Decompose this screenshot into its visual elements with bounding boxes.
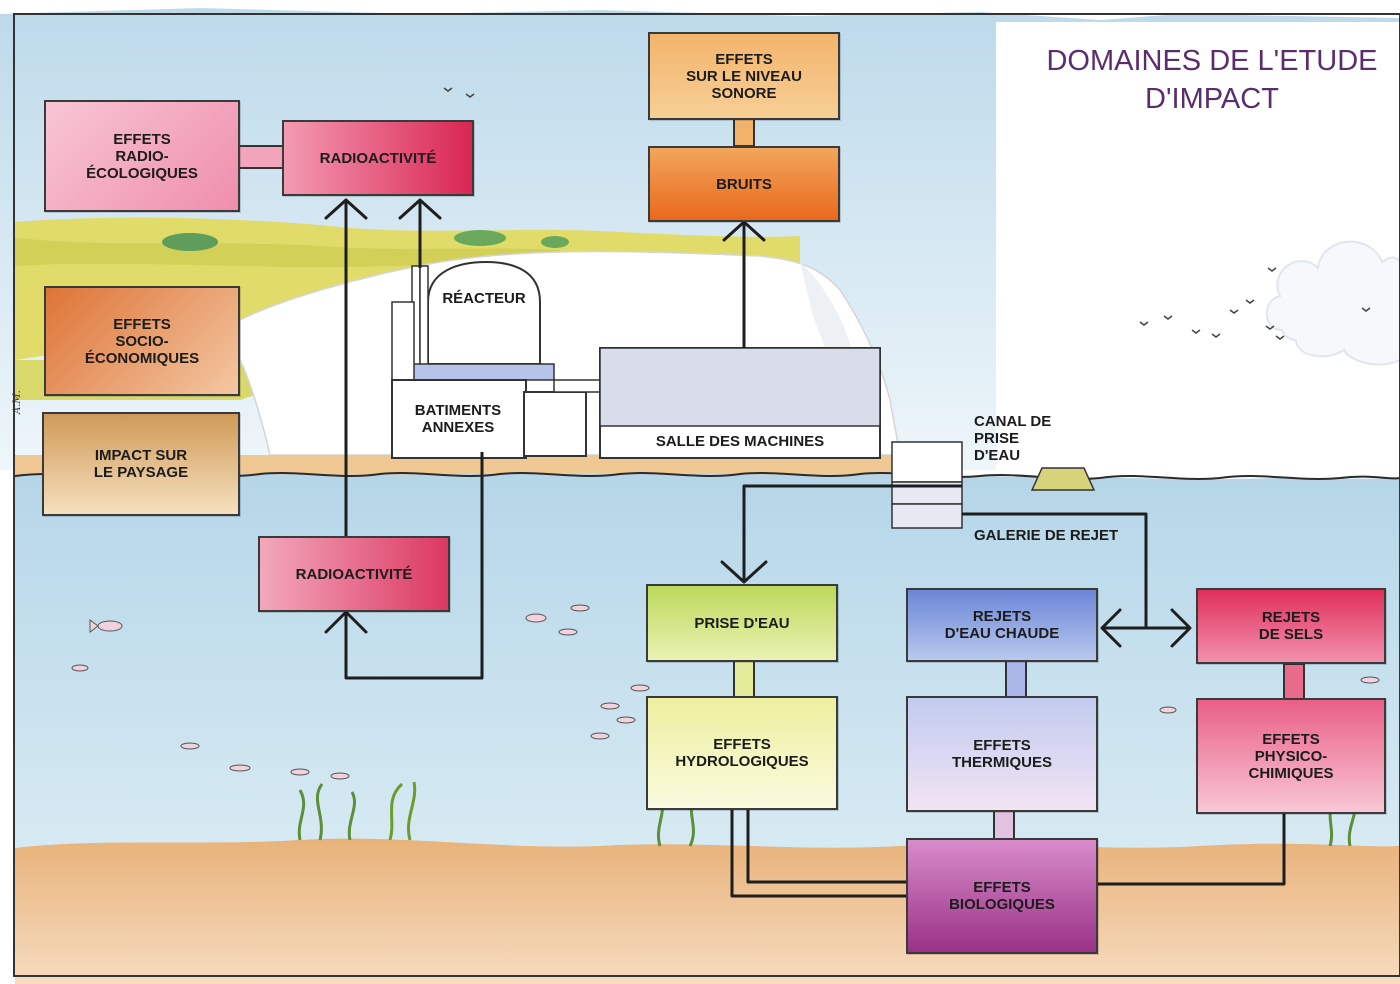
- box-effets-biologiques: EFFETS BIOLOGIQUES: [906, 838, 1098, 954]
- box-bruits: BRUITS: [648, 146, 840, 222]
- box-stubs: [237, 117, 1305, 841]
- connector-lines: [344, 200, 1286, 898]
- diagram-title: DOMAINES DE L'ETUDE D'IMPACT: [1046, 45, 1378, 115]
- artist-signature: A.M.: [12, 390, 23, 414]
- fish-group: [71, 604, 1380, 780]
- annexes-building-2: [523, 391, 587, 457]
- box-rejets-sels: REJETS DE SELS: [1196, 588, 1386, 664]
- side-tower: [391, 301, 415, 383]
- turbine-hall-roof: [599, 347, 881, 427]
- reactor-stack-2: [419, 265, 429, 367]
- box-radioactivite-top: RADIOACTIVITÉ: [282, 120, 474, 196]
- frame-border: [13, 13, 1400, 977]
- offshore-buoy: [1030, 467, 1096, 491]
- cloud: [1265, 240, 1400, 366]
- seaweed-2: [388, 781, 417, 841]
- arrowheads: [324, 198, 1192, 648]
- intake-structure: [891, 441, 963, 483]
- box-rejets-eau-chaude: REJETS D'EAU CHAUDE: [906, 588, 1098, 662]
- box-effets-thermiques: EFFETS THERMIQUES: [906, 696, 1098, 812]
- bird-group: [443, 87, 1371, 340]
- box-impact-paysage: IMPACT SUR LE PAYSAGE: [42, 412, 240, 516]
- seabed: [15, 838, 1400, 984]
- tree-cluster-2: [454, 230, 506, 246]
- label-canal-prise-eau: CANAL DE PRISE D'EAU: [974, 413, 1052, 464]
- tree-cluster-1: [162, 233, 218, 251]
- box-effets-physicochimiques: EFFETS PHYSICO- CHIMIQUES: [1196, 698, 1386, 814]
- annexes-building: [391, 379, 527, 459]
- discharge-structure: [891, 503, 963, 529]
- reactor-dome: [427, 260, 541, 365]
- box-prise-deau: PRISE D'EAU: [646, 584, 838, 662]
- label-galerie-rejet: GALERIE DE REJET: [974, 527, 1119, 544]
- label-reacteur: RÉACTEUR: [442, 290, 526, 307]
- label-salle-machines: SALLE DES MACHINES: [655, 433, 825, 450]
- seaweed-1: [297, 783, 356, 841]
- label-batiments-annexes: BATIMENTS ANNEXES: [414, 402, 502, 436]
- tree-cluster-3: [541, 236, 569, 248]
- wave-line: [14, 472, 1400, 480]
- box-effets-niveau-sonore: EFFETS SUR LE NIVEAU SONORE: [648, 32, 840, 120]
- reactor-base: [407, 363, 555, 381]
- box-radioactivite-bottom: RADIOACTIVITÉ: [258, 536, 450, 612]
- box-effets-socioeconomiques: EFFETS SOCIO- ÉCONOMIQUES: [44, 286, 240, 396]
- grass-band-dark: [15, 238, 560, 268]
- box-effets-radioecologiques: EFFETS RADIO- ÉCOLOGIQUES: [44, 100, 240, 212]
- box-effets-hydrologiques: EFFETS HYDROLOGIQUES: [646, 696, 838, 810]
- annexes-roof-strip: [553, 379, 601, 393]
